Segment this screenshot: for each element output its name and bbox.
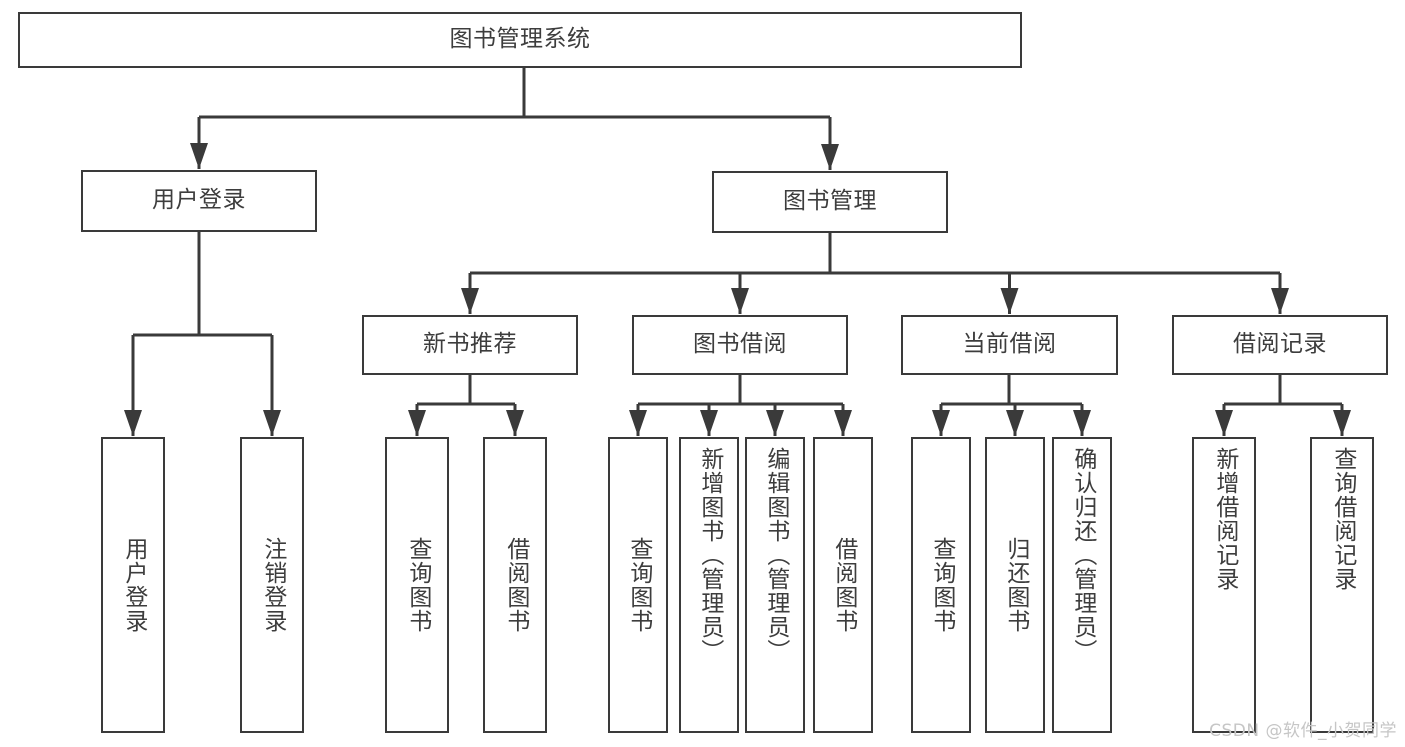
node-box-leaf-query-book-current[interactable]: 查询图书 (911, 437, 971, 733)
arrowhead-group (124, 143, 1351, 436)
node-label-leaf-query-borrow-record: 查询借阅记录 (1329, 447, 1356, 591)
node-label-leaf-add-borrow-record: 新增借阅记录 (1211, 447, 1238, 591)
node-box-leaf-edit-book[interactable]: 编辑图书（管理员） (745, 437, 805, 733)
node-box-leaf-add-borrow-record[interactable]: 新增借阅记录 (1192, 437, 1256, 733)
node-label-leaf-edit-book: 编辑图书（管理员） (762, 447, 789, 663)
node-box-leaf-add-book[interactable]: 新增图书（管理员） (679, 437, 739, 733)
arrowhead-leaf-user-login (124, 410, 142, 436)
node-box-book-management[interactable]: 图书管理 (712, 171, 948, 233)
node-box-new-book-recommend[interactable]: 新书推荐 (362, 315, 578, 375)
node-box-leaf-query-borrow-record[interactable]: 查询借阅记录 (1310, 437, 1374, 733)
node-label-leaf-add-book: 新增图书（管理员） (696, 447, 723, 663)
arrowhead-book-management (821, 144, 839, 170)
arrowhead-current-borrow (1000, 288, 1019, 314)
node-box-leaf-query-book-borrow[interactable]: 查询图书 (608, 437, 668, 733)
node-box-root[interactable]: 图书管理系统 (18, 12, 1022, 68)
arrowhead-leaf-query-book-borrow (629, 410, 647, 436)
node-box-leaf-return-book[interactable]: 归还图书 (985, 437, 1045, 733)
node-box-leaf-logout[interactable]: 注销登录 (240, 437, 304, 733)
arrowhead-leaf-query-book-recommend (408, 410, 426, 436)
node-box-user-login[interactable]: 用户登录 (81, 170, 317, 232)
node-box-leaf-borrow-book[interactable]: 借阅图书 (813, 437, 873, 733)
arrowhead-new-book-recommend (461, 288, 479, 314)
node-box-leaf-borrow-book-recommend[interactable]: 借阅图书 (483, 437, 547, 733)
node-label-book-borrow: 图书借阅 (693, 331, 787, 358)
node-box-leaf-query-book-recommend[interactable]: 查询图书 (385, 437, 449, 733)
node-label-leaf-query-book-recommend: 查询图书 (404, 537, 431, 633)
arrowhead-borrow-record (1271, 288, 1289, 314)
node-label-leaf-borrow-book-recommend: 借阅图书 (502, 537, 529, 633)
node-box-current-borrow[interactable]: 当前借阅 (901, 315, 1118, 375)
node-box-leaf-confirm-return[interactable]: 确认归还（管理员） (1052, 437, 1112, 733)
node-label-root: 图书管理系统 (449, 26, 591, 53)
node-box-book-borrow[interactable]: 图书借阅 (632, 315, 848, 375)
node-label-user-login: 用户登录 (152, 187, 246, 214)
node-label-leaf-return-book: 归还图书 (1002, 537, 1029, 633)
node-label-leaf-query-book-current: 查询图书 (928, 537, 955, 633)
arrowhead-leaf-return-book (1006, 410, 1024, 436)
arrowhead-user-login (190, 143, 208, 169)
node-label-new-book-recommend: 新书推荐 (423, 331, 517, 358)
arrowhead-leaf-confirm-return (1073, 410, 1091, 436)
arrowhead-book-borrow (731, 288, 749, 314)
node-label-current-borrow: 当前借阅 (962, 331, 1057, 358)
node-label-leaf-borrow-book: 借阅图书 (830, 537, 857, 633)
arrowhead-leaf-logout (263, 410, 281, 436)
arrowhead-leaf-add-borrow-record (1215, 410, 1233, 436)
arrowhead-leaf-query-borrow-record (1333, 410, 1351, 436)
node-label-leaf-query-book-borrow: 查询图书 (625, 537, 652, 633)
node-box-borrow-record[interactable]: 借阅记录 (1172, 315, 1388, 375)
node-label-leaf-confirm-return: 确认归还（管理员） (1069, 447, 1096, 663)
node-label-borrow-record: 借阅记录 (1233, 331, 1327, 358)
arrowhead-leaf-query-book-current (932, 410, 950, 436)
arrowhead-leaf-borrow-book (834, 410, 852, 436)
node-label-book-management: 图书管理 (783, 188, 877, 215)
node-label-leaf-user-login: 用户登录 (120, 537, 147, 633)
connector-group (131, 68, 1344, 436)
node-box-leaf-user-login[interactable]: 用户登录 (101, 437, 165, 733)
node-label-leaf-logout: 注销登录 (259, 537, 286, 633)
arrowhead-leaf-borrow-book-recommend (506, 410, 524, 436)
arrowhead-leaf-add-book (700, 410, 718, 436)
arrowhead-leaf-edit-book (766, 410, 784, 436)
